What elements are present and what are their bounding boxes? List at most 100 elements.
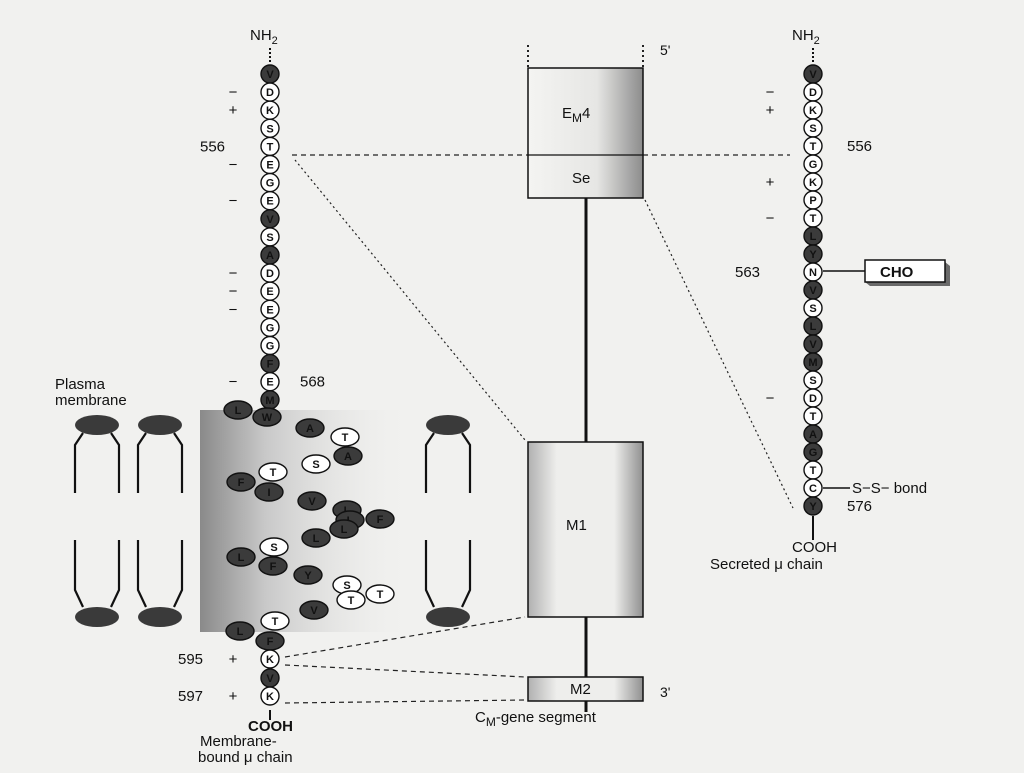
tm-residue-25: L [225, 621, 255, 641]
right-residue-3: K [803, 100, 823, 120]
residue-letter: S [809, 375, 816, 387]
residue-letter: N [809, 267, 817, 279]
tail-residue-2: V [260, 668, 280, 688]
tm-residue-17: L [226, 547, 256, 567]
residue-letter: P [809, 195, 816, 207]
cho-sugar-box: CHO [864, 259, 950, 286]
tm-residue-15: L [301, 528, 331, 548]
residue-letter: G [266, 341, 275, 353]
five-prime-label: 5' [660, 42, 670, 58]
residue-letter: V [809, 339, 817, 351]
tm-residue-7: T [258, 462, 288, 482]
residue-bead [329, 519, 359, 539]
connector-se-end [644, 199, 794, 509]
residue-bead [301, 528, 331, 548]
tm-residue-10: V [297, 491, 327, 511]
residue-letter: S [270, 542, 277, 554]
left-c-terminus: COOH [248, 718, 293, 735]
left-residue-8: E [260, 190, 280, 211]
left-residue-18: E [260, 372, 280, 392]
residue-letter: E [266, 377, 273, 389]
residue-bead [365, 584, 395, 604]
residue-letter: G [809, 447, 818, 459]
right-residue-16: V [803, 334, 823, 354]
exon-m1-box [527, 441, 644, 618]
residue-letter: Y [809, 249, 817, 261]
residue-letter: F [267, 359, 274, 371]
left-residue-15: G [260, 317, 280, 338]
residue-letter: T [348, 595, 355, 607]
residue-bead [258, 556, 288, 576]
residue-letter: L [238, 552, 245, 564]
residue-letter: S [809, 123, 816, 135]
residue-letter: E [266, 286, 273, 298]
tm-residue-16: S [259, 537, 289, 557]
residue-bead [260, 649, 280, 669]
residue-letter: L [313, 533, 320, 545]
left-caption-2: bound μ chain [198, 749, 293, 766]
residue-letter: T [270, 467, 277, 479]
right-residue-25-number: 576 [847, 498, 872, 515]
tm-residue-4: T [330, 427, 360, 447]
tm-residue-19: Y [293, 565, 323, 585]
residue-letter: Y [809, 501, 817, 513]
lipid-bilayer [73, 415, 472, 627]
residue-bead [297, 491, 327, 511]
residue-bead [254, 482, 284, 502]
residue-letter: M [808, 357, 817, 369]
right-residue-8: P [803, 190, 823, 210]
residue-letter: D [809, 393, 817, 405]
residue-letter: T [342, 432, 349, 444]
residue-letter: K [266, 105, 274, 117]
tm-residue-3: A [295, 418, 325, 438]
residue-letter: T [810, 411, 817, 423]
right-residue-22: G [803, 442, 823, 462]
residue-bead [259, 537, 289, 557]
connector-m2-end [284, 699, 526, 704]
lipid-molecule [136, 415, 184, 627]
tail-residue-1: K [260, 649, 280, 669]
residue-bead [258, 462, 288, 482]
connector-m1-end [284, 616, 526, 658]
right-residue-5-number: 556 [847, 138, 872, 155]
right-residue-25: Y [803, 496, 823, 516]
residue-letter: L [341, 524, 348, 536]
right-c-terminus: COOH [792, 539, 837, 556]
left-residue-2-charge: − [229, 84, 238, 101]
residue-bead [225, 621, 255, 641]
residue-letter: T [377, 589, 384, 601]
right-residue-2-charge: − [766, 84, 775, 101]
right-residue-1: V [803, 64, 823, 84]
right-residue-2: D [803, 82, 823, 102]
right-residue-5: T [803, 136, 823, 156]
residue-bead [336, 590, 366, 610]
residue-bead [803, 496, 823, 516]
tm-residue-9: I [254, 482, 284, 502]
connector-se-start [294, 159, 526, 441]
tm-residue-2: W [252, 407, 282, 427]
secreted-mu-chain: NH2 COOH Secreted μ chain CHO S−S− bond … [710, 27, 950, 573]
residue-letter: V [809, 285, 817, 297]
residue-letter: S [343, 580, 350, 592]
residue-letter: D [266, 87, 274, 99]
left-residue-2: D [260, 82, 280, 102]
right-caption: Secreted μ chain [710, 556, 823, 573]
residue-letter: E [266, 160, 273, 172]
gene-segment-caption: CM-gene segment [475, 709, 597, 729]
tm-residue-5: A [333, 446, 363, 466]
residue-letter: S [266, 232, 273, 244]
residue-letter: Y [304, 570, 312, 582]
residue-letter: V [266, 673, 274, 685]
tm-residue-24: T [260, 611, 290, 631]
cho-label: CHO [880, 264, 914, 281]
three-prime-label: 3' [660, 684, 670, 700]
tm-residue-8: F [226, 472, 256, 492]
residue-letter: V [310, 605, 318, 617]
residue-letter: V [266, 214, 274, 226]
right-residue-24: C [803, 478, 823, 498]
left-residue-5-number: 556 [200, 138, 225, 155]
residue-letter: K [809, 177, 817, 189]
right-residue-7: K [803, 172, 823, 192]
left-residue-16: G [260, 335, 280, 356]
